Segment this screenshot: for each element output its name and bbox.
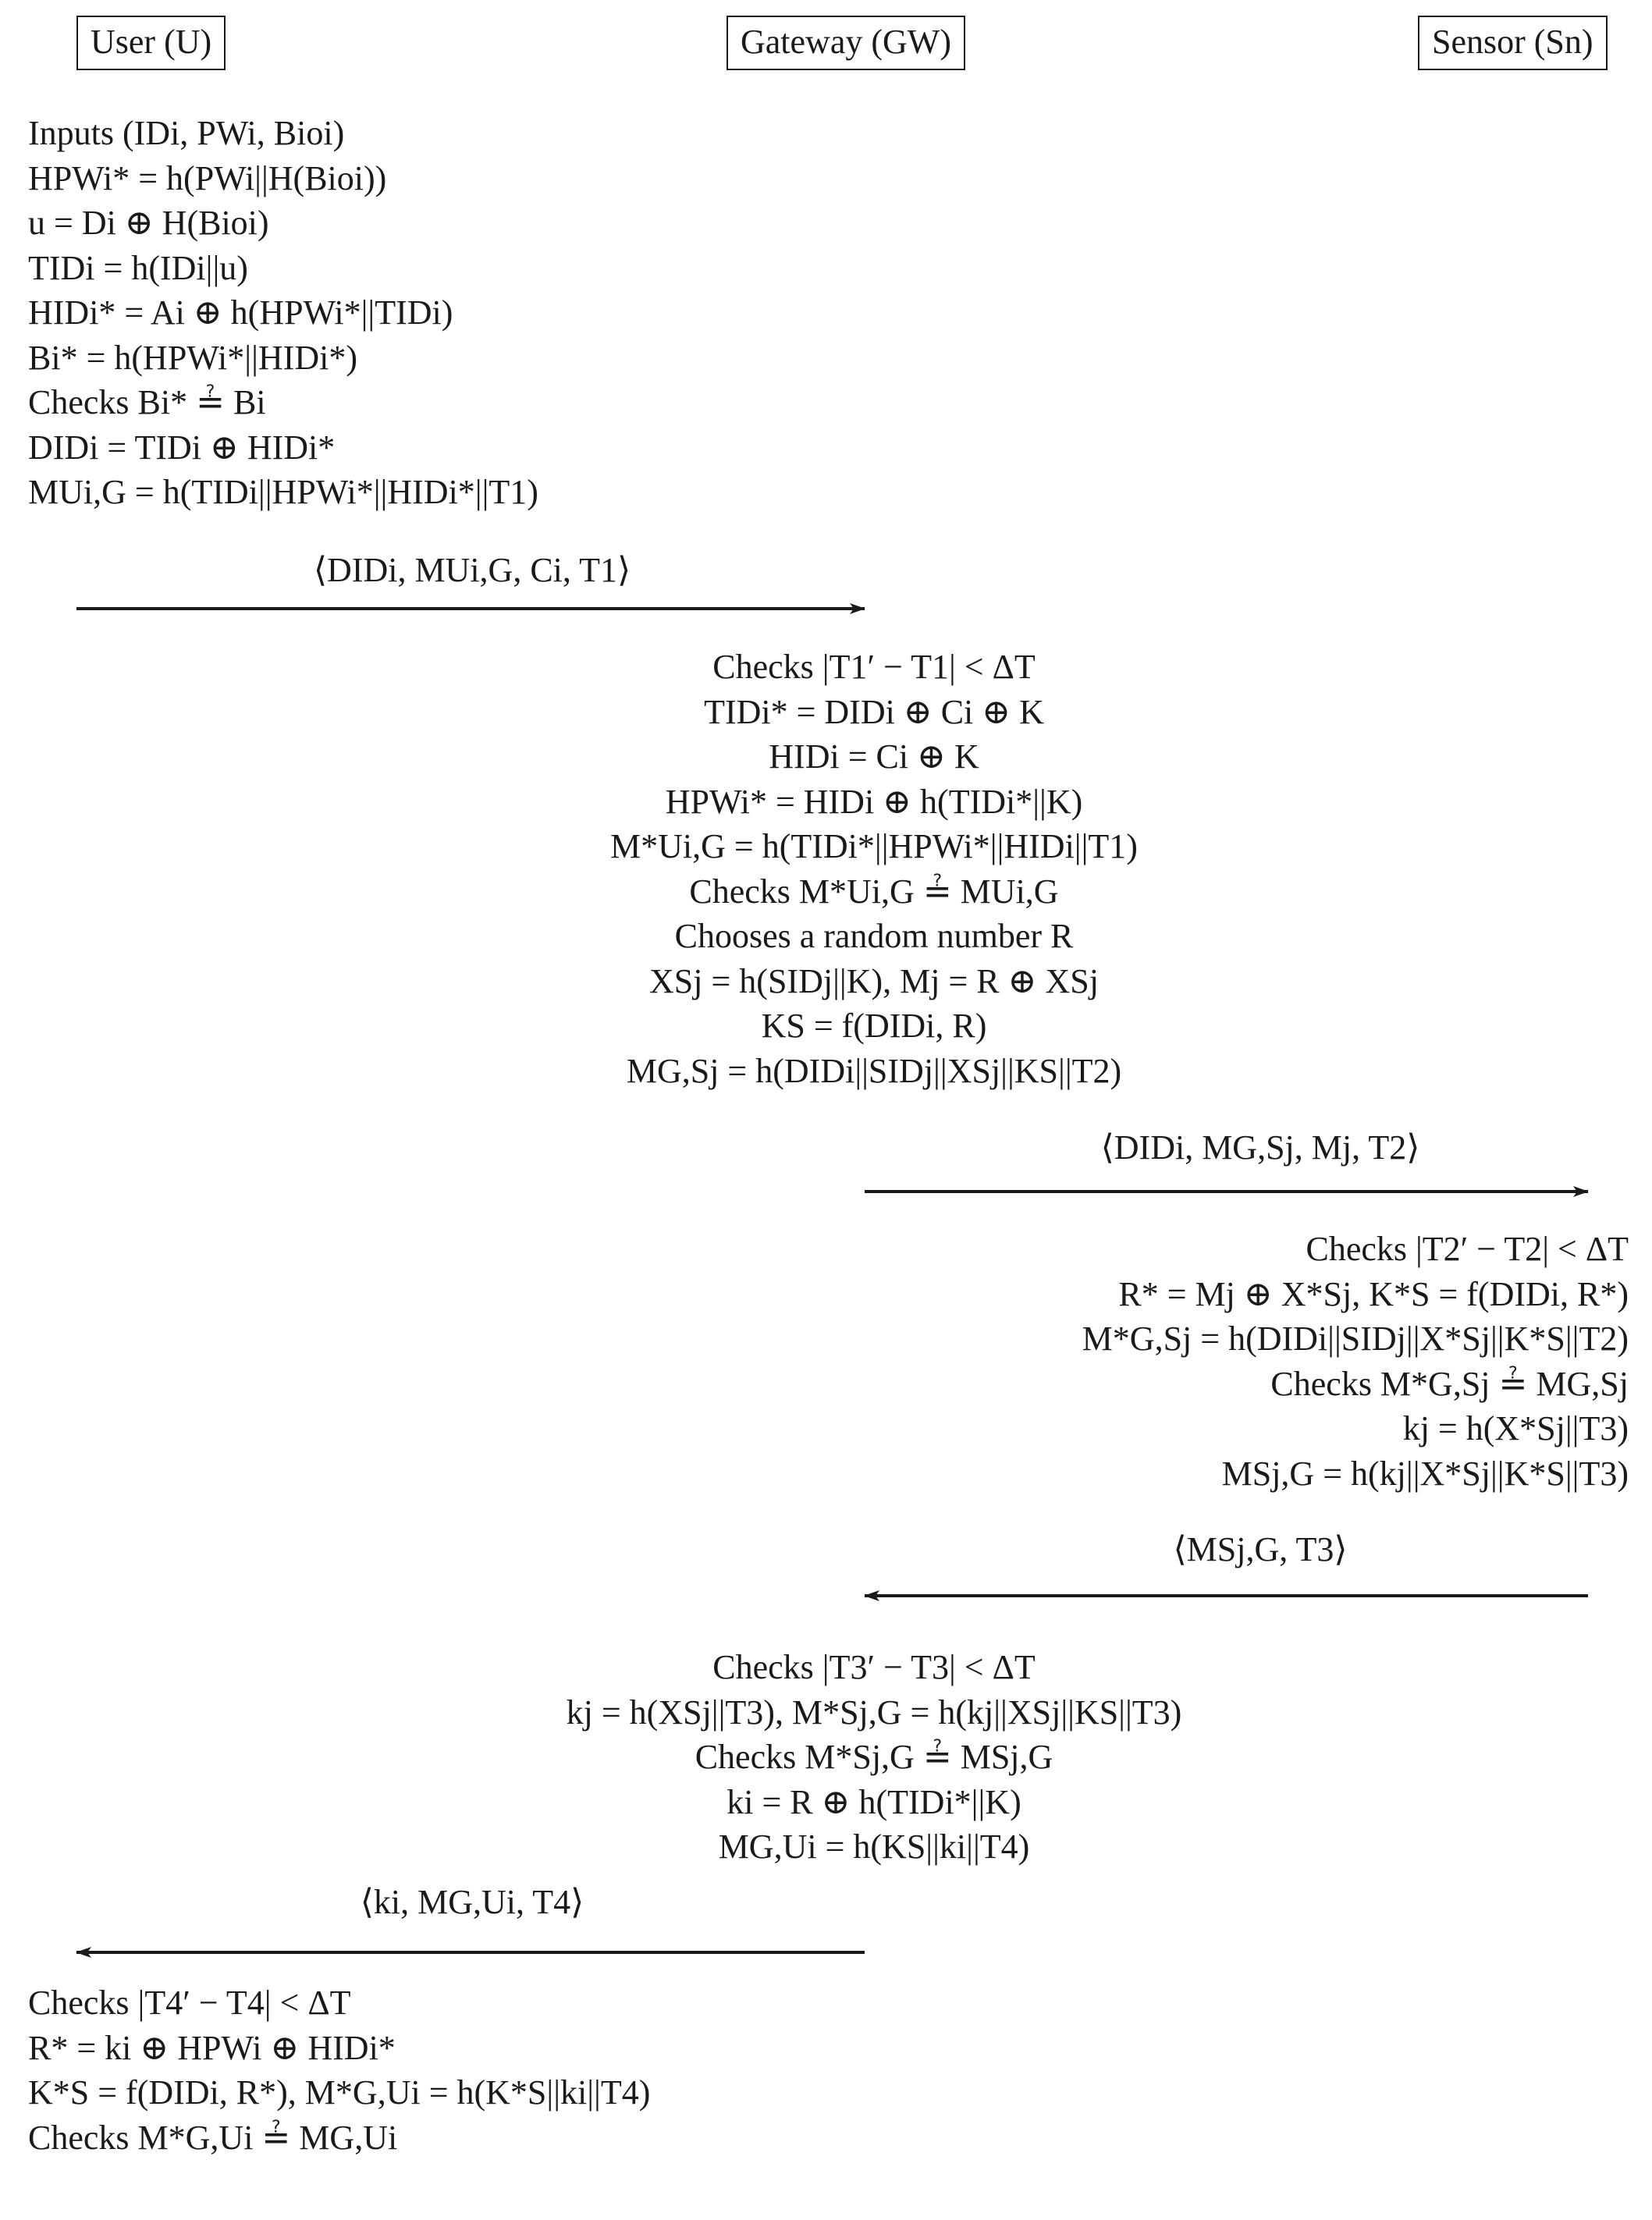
equation-line: Checks M*G,Ui ≟ MG,Ui <box>28 2118 398 2157</box>
gateway-response-block: Checks |T3′ − T3| < ΔT kj = h(XSj||T3), M… <box>468 1645 1280 1870</box>
message-4-label: ⟨ki, MG,Ui, T4⟩ <box>360 1883 584 1921</box>
message-2-label: ⟨DIDi, MG,Sj, Mj, T2⟩ <box>1100 1128 1420 1167</box>
equation-line: DIDi = TIDi ⊕ HIDi* <box>28 428 336 467</box>
equation-line: TIDi = h(IDi||u) <box>28 248 248 287</box>
message-1-label: ⟨DIDi, MUi,G, Ci, T1⟩ <box>313 551 631 589</box>
equation-line: XSj = h(SIDj||K), Mj = R ⊕ XSj <box>649 961 1099 1000</box>
equation-line: ki = R ⊕ h(TIDi*||K) <box>727 1782 1021 1821</box>
equation-line: HIDi = Ci ⊕ K <box>769 737 979 776</box>
gateway-party-box: Gateway (GW) <box>727 16 965 70</box>
equation-line: MSj,G = h(kj||X*Sj||K*S||T3) <box>1221 1454 1629 1493</box>
equation-line: M*G,Sj = h(DIDi||SIDj||X*Sj||K*S||T2) <box>1082 1320 1629 1358</box>
equation-line: TIDi* = DIDi ⊕ Ci ⊕ K <box>704 692 1044 731</box>
equation-line: HPWi* = HIDi ⊕ h(TIDi*||K) <box>665 782 1083 821</box>
equation-line: Checks |T4′ − T4| < ΔT <box>28 1984 351 2022</box>
sensor-verify-block: Checks |T2′ − T2| < ΔT R* = Mj ⊕ X*Sj, K*… <box>1082 1227 1629 1496</box>
equation-line: MG,Sj = h(DIDi||SIDj||XSj||KS||T2) <box>626 1051 1122 1090</box>
equation-line: HIDi* = Ai ⊕ h(HPWi*||TIDi) <box>28 293 453 332</box>
equation-line: Checks M*Ui,G ≟ MUi,G <box>689 872 1059 911</box>
equation-line: Bi* = h(HPWi*||HIDi*) <box>28 338 357 377</box>
equation-line: Checks |T2′ − T2| < ΔT <box>1306 1230 1629 1268</box>
equation-line: Inputs (IDi, PWi, Bioi) <box>28 114 345 152</box>
equation-line: K*S = f(DIDi, R*), M*G,Ui = h(K*S||ki||T… <box>28 2073 651 2112</box>
user-final-block: Checks |T4′ − T4| < ΔT R* = ki ⊕ HPWi ⊕ H… <box>28 1980 650 2160</box>
sensor-party-box: Sensor (Sn) <box>1418 16 1608 70</box>
equation-line: Chooses a random number R <box>674 917 1074 955</box>
gateway-verify-block: Checks |T1′ − T1| < ΔT TIDi* = DIDi ⊕ Ci … <box>468 645 1280 1093</box>
equation-line: M*Ui,G = h(TIDi*||HPWi*||HIDi||T1) <box>610 827 1138 865</box>
equation-line: Checks |T1′ − T1| < ΔT <box>712 648 1036 686</box>
equation-line: kj = h(XSj||T3), M*Sj,G = h(kj||XSj||KS|… <box>566 1693 1182 1732</box>
equation-line: Checks |T3′ − T3| < ΔT <box>712 1648 1036 1686</box>
equation-line: R* = Mj ⊕ X*Sj, K*S = f(DIDi, R*) <box>1118 1274 1629 1313</box>
equation-line: Checks Bi* ≟ Bi <box>28 383 266 421</box>
equation-line: Checks M*Sj,G ≟ MSj,G <box>695 1738 1053 1776</box>
equation-line: HPWi* = h(PWi||H(Bioi)) <box>28 158 387 197</box>
message-3-label: ⟨MSj,G, T3⟩ <box>1173 1530 1348 1568</box>
equation-line: R* = ki ⊕ HPWi ⊕ HIDi* <box>28 2028 396 2067</box>
equation-line: Checks M*G,Sj ≟ MG,Sj <box>1270 1364 1629 1403</box>
equation-line: u = Di ⊕ H(Bioi) <box>28 204 269 242</box>
equation-line: MUi,G = h(TIDi||HPWi*||HIDi*||T1) <box>28 473 538 511</box>
user-party-box: User (U) <box>76 16 226 70</box>
user-login-block: Inputs (IDi, PWi, Bioi) HPWi* = h(PWi||H(… <box>28 111 538 515</box>
equation-line: MG,Ui = h(KS||ki||T4) <box>718 1828 1030 1866</box>
equation-line: kj = h(X*Sj||T3) <box>1402 1409 1629 1447</box>
equation-line: KS = f(DIDi, R) <box>761 1007 987 1045</box>
